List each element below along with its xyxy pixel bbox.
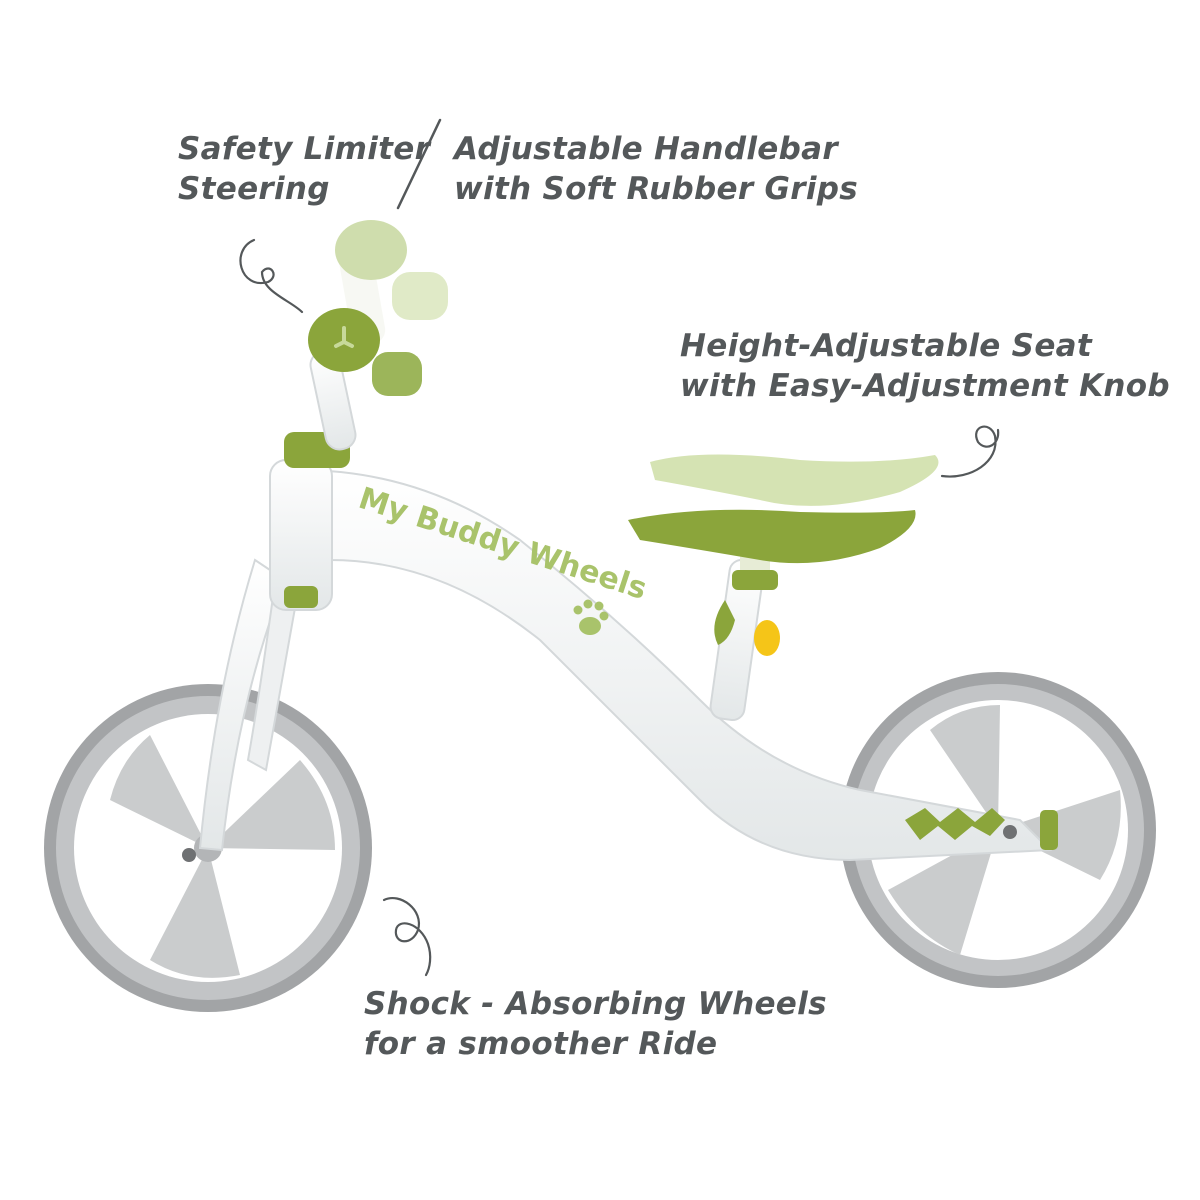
feature-label-steering-line2: Steering xyxy=(178,171,330,207)
front-axle-bolt xyxy=(182,848,196,862)
paw-print-icon xyxy=(573,599,609,635)
seat-raised-ghost xyxy=(650,454,939,506)
pointer-squiggle-steering xyxy=(239,238,304,314)
feature-label-handlebar-line2: with Soft Rubber Grips xyxy=(454,171,858,207)
seat xyxy=(628,509,916,564)
label-divider-slash xyxy=(396,118,442,210)
seat-clamp-lever xyxy=(714,600,735,645)
seat-clamp xyxy=(732,570,778,590)
feature-label-seat: Height-Adjustable Seat with Easy-Adjustm… xyxy=(680,326,1170,406)
rear-dropout-cap xyxy=(1040,810,1058,850)
seat-adjustment-knob xyxy=(754,620,780,656)
head-tube-bottom-ring xyxy=(284,586,318,608)
feature-label-handlebar-line1: Adjustable Handlebar xyxy=(454,131,838,167)
feature-label-handlebar: Adjustable Handlebar with Soft Rubber Gr… xyxy=(454,129,858,209)
grip-logo-icon xyxy=(334,326,354,348)
feature-label-wheels-line1: Shock - Absorbing Wheels xyxy=(364,986,827,1022)
feature-label-seat-line1: Height-Adjustable Seat xyxy=(680,328,1092,364)
feature-label-wheels-line2: for a smoother Ride xyxy=(364,1026,718,1062)
frame-zigzag-decal xyxy=(905,808,1005,840)
feature-label-steering-line1: Safety Limiter xyxy=(178,131,431,167)
feature-label-steering: Safety Limiter Steering xyxy=(178,129,430,209)
feature-label-seat-line2: with Easy-Adjustment Knob xyxy=(680,368,1170,404)
pointer-squiggle-wheels xyxy=(382,897,432,977)
pointer-squiggle-seat xyxy=(940,425,1000,478)
right-grip xyxy=(372,352,422,396)
feature-label-wheels: Shock - Absorbing Wheels for a smoother … xyxy=(364,984,827,1064)
rear-axle-bolt xyxy=(1003,825,1017,839)
front-wheel-spokes xyxy=(110,735,335,978)
front-fork xyxy=(198,558,287,852)
